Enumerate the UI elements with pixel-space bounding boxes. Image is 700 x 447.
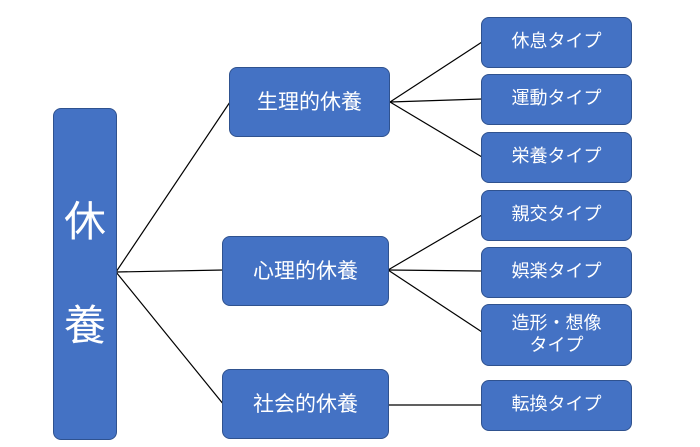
root-node: 休 養 bbox=[53, 108, 117, 440]
category-label: 心理的休養 bbox=[253, 258, 358, 283]
type-label: 娯楽タイプ bbox=[511, 261, 602, 283]
type-label: 運動タイプ bbox=[511, 88, 602, 110]
connector-root-physiological bbox=[115, 101, 231, 273]
type-rest: 休息タイプ bbox=[481, 17, 632, 68]
category-psychological-rest: 心理的休養 bbox=[222, 236, 389, 306]
connector-physiological-exercise bbox=[389, 98, 483, 103]
category-physiological-rest: 生理的休養 bbox=[229, 67, 390, 137]
category-social-rest: 社会的休養 bbox=[222, 369, 389, 439]
type-entertainment: 娯楽タイプ bbox=[481, 247, 632, 298]
category-label: 生理的休養 bbox=[257, 89, 362, 114]
type-exercise: 運動タイプ bbox=[481, 74, 632, 125]
connector-psychological-entertainment bbox=[387, 269, 483, 272]
connector-root-psychological bbox=[115, 269, 225, 273]
type-nutrition: 栄養タイプ bbox=[481, 132, 632, 183]
type-label: 休息タイプ bbox=[511, 31, 602, 53]
connector-psychological-creative bbox=[387, 269, 483, 333]
type-label: 転換タイプ bbox=[511, 394, 602, 416]
type-label: 造形・想像 タイプ bbox=[511, 312, 602, 357]
category-label: 社会的休養 bbox=[253, 391, 358, 416]
connector-physiological-rest bbox=[389, 41, 483, 103]
type-label: 栄養タイプ bbox=[511, 146, 602, 168]
connector-physiological-nutrition bbox=[389, 101, 483, 158]
type-change: 転換タイプ bbox=[481, 380, 632, 431]
type-creative-imagination: 造形・想像 タイプ bbox=[481, 304, 632, 366]
root-char-2: 養 bbox=[63, 301, 106, 350]
connector-psychological-social bbox=[387, 214, 483, 271]
connector-root-social bbox=[115, 271, 225, 406]
type-label: 親交タイプ bbox=[511, 204, 602, 226]
type-social-interaction: 親交タイプ bbox=[481, 190, 632, 241]
root-char-1: 休 bbox=[63, 196, 106, 246]
